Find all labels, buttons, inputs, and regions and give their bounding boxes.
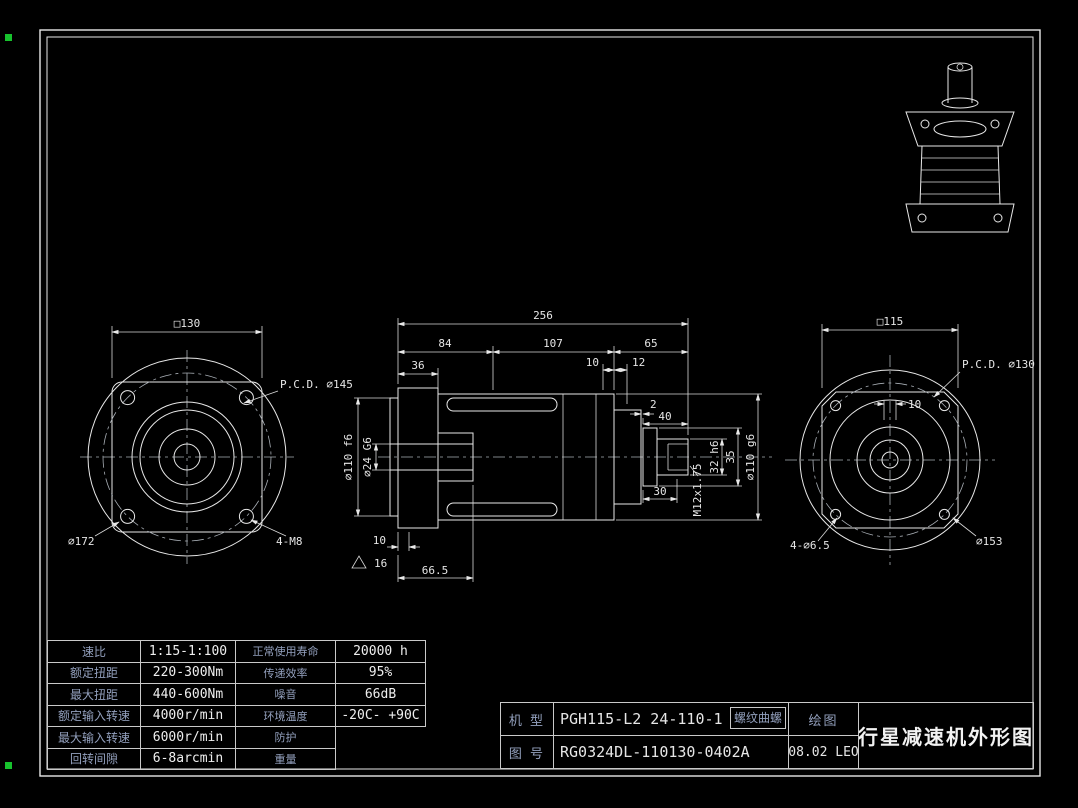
spec-param: 噪音 bbox=[236, 684, 336, 706]
title-block: 行星减速机外形图 机 型 PGH115-L2 24-110-1 螺纹曲螺 绘图 … bbox=[500, 702, 1034, 769]
spec-value: 440-600Nm bbox=[141, 684, 236, 706]
spec-param: 最大输入转速 bbox=[48, 727, 141, 749]
spec-param: 环境温度 bbox=[236, 705, 336, 727]
dim-front-holes: 4-M8 bbox=[276, 535, 303, 548]
draw-value: 08.02 LEO bbox=[789, 736, 859, 769]
dim-len-36: 36 bbox=[411, 359, 424, 372]
spec-value: 20000 h bbox=[336, 641, 426, 663]
dim-len-12: 12 bbox=[632, 356, 645, 369]
model-cell: PGH115-L2 24-110-1 螺纹曲螺 bbox=[554, 703, 789, 736]
dim-rear-pcd: P.C.D. ∅130 bbox=[962, 358, 1035, 371]
spec-param: 最大扭距 bbox=[48, 684, 141, 706]
dim-front-pcd: P.C.D. ∅145 bbox=[280, 378, 353, 391]
spec-value: -20C- +90C bbox=[336, 705, 426, 727]
dim-len-35: 35 bbox=[724, 450, 737, 463]
dim-total-length: 256 bbox=[533, 309, 553, 322]
dim-len-2: 2 bbox=[650, 398, 657, 411]
grip-markers bbox=[5, 34, 12, 769]
spec-value: 66dB bbox=[336, 684, 426, 706]
draw-label: 绘图 bbox=[789, 703, 859, 736]
grip-marker-bottom bbox=[5, 762, 12, 769]
front-view: □130 P.C.D. ∅145 ∅172 4-M8 bbox=[68, 317, 353, 564]
dim-len-65: 65 bbox=[644, 337, 657, 350]
dim-dia-110f6: ∅110 f6 bbox=[342, 434, 355, 480]
dim-len-10-top: 10 bbox=[586, 356, 599, 369]
drawno-cell: RG0324DL-110130-0402A bbox=[554, 736, 789, 769]
dim-thread: M12x1.75 bbox=[691, 464, 704, 517]
spec-param: 额定输入转速 bbox=[48, 705, 141, 727]
dim-len-10-bottom: 10 bbox=[373, 534, 386, 547]
dim-len-16: 16 bbox=[374, 557, 387, 570]
dim-rear-holes: 4-∅6.5 bbox=[790, 539, 830, 552]
drawing-frame bbox=[39, 29, 1041, 777]
spec-empty bbox=[336, 727, 426, 749]
spec-table: 速比 1:15-1:100 正常使用寿命 20000 h 额定扭距 220-30… bbox=[47, 640, 426, 770]
spec-param: 重量 bbox=[236, 748, 336, 770]
dim-len-40: 40 bbox=[658, 410, 671, 423]
spec-value: 220-300Nm bbox=[141, 662, 236, 684]
spec-value: 1:15-1:100 bbox=[141, 641, 236, 663]
dim-len-84: 84 bbox=[438, 337, 452, 350]
dim-len-66-5: 66.5 bbox=[422, 564, 449, 577]
section-view: 256 84 107 65 36 10 12 2 40 30 M12x1.75 bbox=[342, 309, 772, 582]
spec-value: 4000r/min bbox=[141, 705, 236, 727]
dim-rear-10: 10 bbox=[908, 398, 921, 411]
dim-front-outer: ∅172 bbox=[68, 535, 95, 548]
spec-param: 传递效率 bbox=[236, 662, 336, 684]
spec-param: 正常使用寿命 bbox=[236, 641, 336, 663]
dim-rear-square: □115 bbox=[877, 315, 904, 328]
dim-len-107: 107 bbox=[543, 337, 563, 350]
spec-value: 6000r/min bbox=[141, 727, 236, 749]
drawno-value: RG0324DL-110130-0402A bbox=[560, 743, 750, 761]
dim-dia-110g6: ∅110 g6 bbox=[744, 434, 757, 480]
isometric-view bbox=[905, 62, 1015, 233]
spec-param: 速比 bbox=[48, 641, 141, 663]
dim-front-square: □130 bbox=[174, 317, 201, 330]
spec-value: 95% bbox=[336, 662, 426, 684]
dim-rear-outer: ∅153 bbox=[976, 535, 1003, 548]
spec-param: 回转间隙 bbox=[48, 748, 141, 770]
dim-dia-24g6: ∅24 G6 bbox=[361, 437, 374, 477]
grip-marker-top bbox=[5, 34, 12, 41]
model-suffix: 螺纹曲螺 bbox=[729, 707, 786, 730]
dim-len-30: 30 bbox=[653, 485, 666, 498]
drawing-title: 行星减速机外形图 bbox=[859, 703, 1034, 769]
model-label: 机 型 bbox=[501, 703, 554, 736]
spec-param: 防护 bbox=[236, 727, 336, 749]
drawno-label: 图 号 bbox=[501, 736, 554, 769]
spec-value: 6-8arcmin bbox=[141, 748, 236, 770]
model-value: PGH115-L2 24-110-1 bbox=[560, 710, 723, 728]
dim-dia-32h6: 32 h6 bbox=[708, 440, 721, 473]
rear-view: 10 □115 P.C.D. ∅130 4-∅6.5 ∅153 bbox=[785, 315, 1035, 565]
spec-param: 额定扭距 bbox=[48, 662, 141, 684]
spec-empty bbox=[336, 749, 426, 771]
